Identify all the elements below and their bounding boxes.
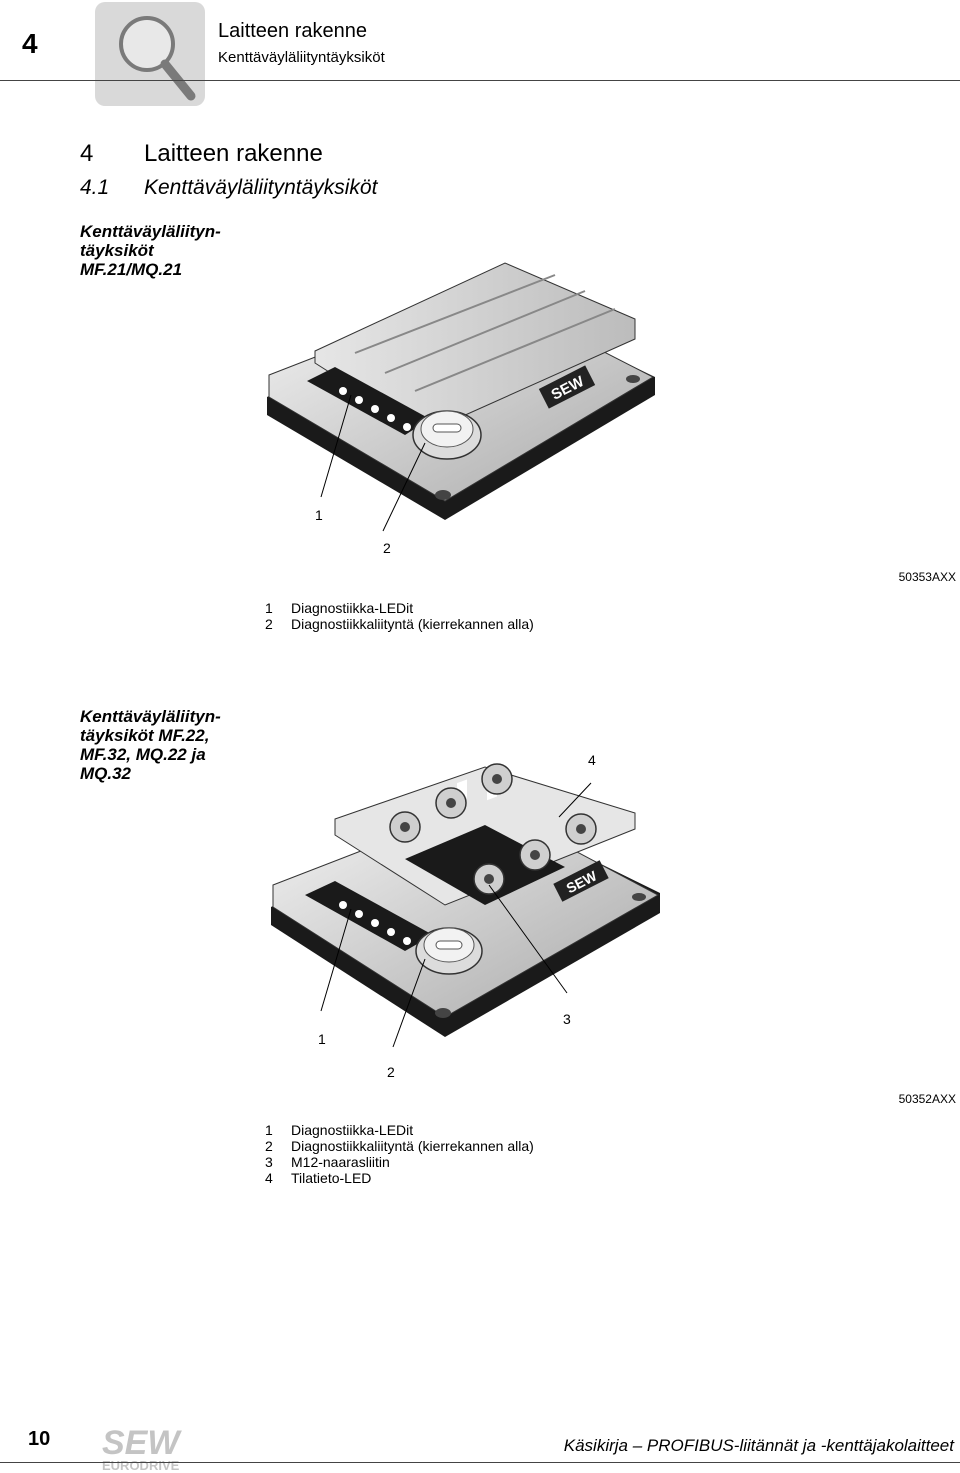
figure-code: 50353AXX	[898, 570, 956, 584]
device-illustration-mf22: SEW	[271, 763, 660, 1048]
legend-text: Diagnostiikkaliityntä (kierrekannen alla…	[291, 616, 534, 632]
legend-mf22: 1 Diagnostiikka-LEDit 2 Diagnostiikkaliity…	[265, 1122, 534, 1186]
subsection-heading: 4.1 Kenttäväyläliityntäyksiköt	[80, 176, 377, 200]
section-heading-number: 4	[80, 140, 94, 167]
legend-item: 4 Tilatieto-LED	[265, 1170, 534, 1186]
legend-number: 1	[265, 1122, 273, 1138]
side-heading-line: Kenttäväyläliityn-	[80, 222, 221, 241]
subsection-heading-number: 4.1	[80, 176, 110, 199]
section-heading: 4 Laitteen rakenne	[80, 140, 323, 168]
subsection-heading-text: Kenttäväyläliityntäyksiköt	[144, 176, 378, 199]
header-divider	[0, 80, 960, 81]
legend-number: 2	[265, 1138, 273, 1154]
callout-2: 2	[383, 540, 391, 556]
logo-bottom-text: EURODRIVE	[102, 1458, 180, 1472]
sew-eurodrive-logo: SEW EURODRIVE	[102, 1424, 182, 1472]
legend-mf21: 1 Diagnostiikka-LEDit 2 Diagnostiikkaliity…	[265, 600, 534, 632]
legend-text: Tilatieto-LED	[291, 1170, 372, 1186]
callout-1: 1	[315, 507, 323, 523]
callout-2: 2	[387, 1064, 395, 1080]
callout-3: 3	[563, 1011, 571, 1027]
legend-text: Diagnostiikkaliityntä (kierrekannen alla…	[291, 1138, 534, 1154]
side-heading-line: täyksiköt	[80, 241, 154, 260]
side-heading-line: MF.32, MQ.22 ja	[80, 745, 206, 764]
side-heading-line: MF.21/MQ.21	[80, 260, 183, 279]
magnifier-icon	[95, 2, 205, 106]
legend-text: Diagnostiikka-LEDit	[291, 600, 414, 616]
legend-item: 3 M12-naarasliitin	[265, 1154, 534, 1170]
logo-top-text: SEW	[102, 1424, 182, 1462]
side-heading-line: Kenttäväyläliityn-	[80, 707, 221, 726]
header-subtitle: Kenttäväyläliityntäyksiköt	[218, 49, 385, 66]
device-illustration-mf21: SEW	[267, 262, 655, 532]
legend-number: 3	[265, 1154, 273, 1170]
side-heading-line: täyksiköt MF.22,	[80, 726, 210, 745]
callout-4: 4	[588, 752, 596, 768]
legend-number: 2	[265, 616, 273, 632]
chapter-number: 4	[22, 28, 38, 59]
legend-number: 1	[265, 600, 273, 616]
footer-divider	[0, 1462, 960, 1463]
legend-item: 2 Diagnostiikkaliityntä (kierrekannen all…	[265, 1138, 534, 1154]
callout-1: 1	[318, 1031, 326, 1047]
section-heading-text: Laitteen rakenne	[144, 140, 323, 167]
page-number: 10	[28, 1428, 51, 1450]
side-heading-line: MQ.32	[80, 764, 132, 783]
footer-text: Käsikirja – PROFIBUS-liitännät ja -kentt…	[563, 1436, 954, 1455]
legend-item: 1 Diagnostiikka-LEDit	[265, 600, 534, 616]
side-heading-mf22: Kenttäväyläliityn- täyksiköt MF.22, MF.3…	[80, 707, 250, 783]
legend-text: M12-naarasliitin	[291, 1154, 390, 1170]
legend-number: 4	[265, 1170, 273, 1186]
legend-text: Diagnostiikka-LEDit	[291, 1122, 414, 1138]
side-heading-mf21: Kenttäväyläliityn- täyksiköt MF.21/MQ.21	[80, 222, 250, 279]
legend-item: 1 Diagnostiikka-LEDit	[265, 1122, 534, 1138]
header-title: Laitteen rakenne	[218, 20, 368, 42]
legend-item: 2 Diagnostiikkaliityntä (kierrekannen all…	[265, 616, 534, 632]
figure-code: 50352AXX	[898, 1092, 956, 1106]
